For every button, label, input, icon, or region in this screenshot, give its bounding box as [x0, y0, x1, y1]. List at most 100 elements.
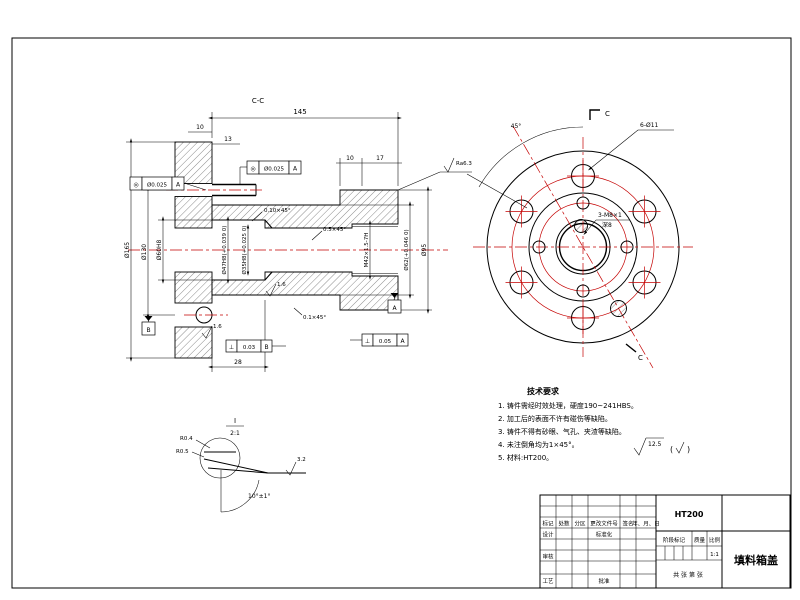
tb-header-zone: 分区 [574, 520, 586, 528]
roughness-icon [443, 157, 455, 173]
chamfer-label-1: 0.10×45° [264, 208, 291, 214]
tb-header-count: 处数 [558, 520, 570, 528]
dim-28: 28 [234, 359, 242, 366]
chamfer-label-3: 0.1×45° [303, 315, 326, 321]
fcf-datum: A [176, 182, 181, 189]
dim-10: 10 [196, 124, 204, 131]
chamfer-edge-1 [264, 219, 273, 229]
roughness-icon [633, 437, 647, 456]
fcf-value: Ø0.025 [264, 166, 285, 173]
dim-dia47: Ø47H8(+0.039 0) [221, 226, 228, 275]
thread-depth-label: 深8 [602, 221, 612, 229]
detail-scale: 2:1 [230, 430, 240, 437]
section-view-title: C-C [252, 97, 264, 105]
cut-letter: C [605, 110, 610, 118]
dim-dia35: Ø35H8(+0.025 0) [241, 226, 248, 275]
roughness-value-1: 1.6 [277, 282, 286, 288]
dim-thread: M42×1.5-7H [364, 233, 370, 268]
flange-lower [174, 271, 213, 304]
tb-standard: 标准化 [596, 531, 613, 539]
general-roughness-value: 12.5 [648, 441, 662, 448]
detail-boundary-circle [199, 437, 241, 479]
body-lower-section [211, 271, 399, 311]
general-roughness: 12.5 ( ) [633, 437, 690, 456]
tb-stage-label: 阶段标记 [663, 536, 686, 544]
dim-overall: 145 [293, 108, 306, 116]
roughness-icon [265, 283, 277, 297]
detail-roughness: 3.2 [297, 457, 306, 463]
datum-letter: A [392, 305, 397, 312]
title-block: 标记 处数 分区 更改文件号 签名 年、月、日 设计 标准化 审核 工艺 批准 … [539, 494, 791, 589]
hole-count-label: 6-Ø11 [640, 122, 659, 129]
tb-check: 审核 [542, 553, 554, 561]
paren-close: ) [687, 445, 690, 454]
dim-r10: 10 [346, 155, 354, 162]
cut-mark-top: C [589, 109, 610, 120]
front-view: 6-Ø11 3-M8×1 深8 45° C C [466, 109, 693, 369]
fcf-1: ◎ Ø0.025 A [129, 176, 207, 191]
dim-dia130: Ø130 [141, 244, 148, 260]
note-line: 5. 材料:HT200。 [498, 453, 553, 462]
section-dimensions: 145 10 13 10 17 Ø165 Ø130 Ø60H8 [124, 108, 472, 372]
note-line: 2. 加工后的表面不许有碰伤等缺陷。 [498, 414, 612, 423]
angle-dim: 45° [511, 123, 522, 130]
threaded-hole [574, 219, 588, 233]
bolt-holes [505, 160, 661, 334]
roughness-icon [201, 325, 213, 339]
fcf-symbol: ◎ [250, 166, 255, 173]
note-line: 3. 铸件不得有砂眼、气孔、夹渣等缺陷。 [498, 427, 626, 436]
tb-sheets: 共 张 第 张 [673, 571, 703, 579]
tb-header-sign: 签名 [622, 520, 633, 528]
fcf-4: ⊥ 0.05 A [350, 333, 409, 347]
tb-process: 工艺 [542, 578, 554, 585]
dim-dia95: Ø95 [421, 244, 428, 257]
fcf-datum: B [264, 344, 268, 351]
flange-top [174, 141, 213, 184]
dim-dia62: Ø62(+0.046 0) [403, 229, 410, 270]
tb-weight-label: 质量 [694, 536, 706, 544]
datum-a-flag: A [387, 293, 402, 314]
flange-upper [174, 196, 213, 229]
fcf-datum: A [293, 166, 298, 173]
roughness-icon [285, 461, 297, 476]
tb-part-name: 填料箱盖 [734, 553, 778, 567]
fcf-symbol: ◎ [133, 182, 138, 189]
detail-radius-2: R0.5 [176, 449, 189, 455]
tb-header-docno: 更改文件号 [590, 520, 618, 528]
body-upper-section [211, 189, 399, 229]
dim-13: 13 [224, 136, 232, 143]
roughness-icon [675, 441, 685, 454]
detail-radius-1: R0.4 [180, 436, 193, 442]
note-line: 4. 未注倒角均为1×45°。 [498, 440, 579, 449]
cut-letter: C [638, 354, 643, 362]
detail-angle: 10°±1° [248, 493, 270, 500]
fcf-datum: A [400, 338, 405, 345]
flange-bottom [174, 326, 213, 359]
fcf-value: 0.05 [379, 339, 392, 345]
dim-dia165: Ø165 [124, 242, 131, 258]
tb-approve: 批准 [598, 577, 610, 585]
fcf-symbol: ⊥ [365, 338, 370, 345]
detail-name: I [234, 417, 236, 425]
diagonal-centerline [512, 125, 654, 369]
paren-open: ( [670, 445, 673, 454]
notes-title: 技术要求 [527, 386, 560, 396]
threaded-hole [610, 300, 627, 317]
tb-scale-label: 比例 [709, 536, 721, 544]
tb-header-mark: 标记 [542, 520, 554, 528]
roughness-value-3: Ra6.3 [456, 161, 472, 167]
section-view: C-C 145 10 [124, 97, 472, 372]
tb-header-date: 年、月、日 [632, 520, 660, 528]
thread-hole-label: 3-M8×1 [598, 212, 622, 219]
roughness-value-2: 1.6 [213, 324, 222, 330]
dim-r17: 17 [376, 155, 384, 162]
chamfer-label-2: 0.5×45° [323, 227, 346, 233]
tb-material: HT200 [675, 510, 704, 519]
dim-dia60: Ø60H8 [156, 239, 163, 260]
datum-b-flag: B [141, 316, 156, 336]
chamfer-edge-2 [264, 271, 273, 281]
datum-letter: B [146, 327, 150, 334]
sheet-border [11, 37, 792, 589]
small-holes [532, 196, 634, 317]
